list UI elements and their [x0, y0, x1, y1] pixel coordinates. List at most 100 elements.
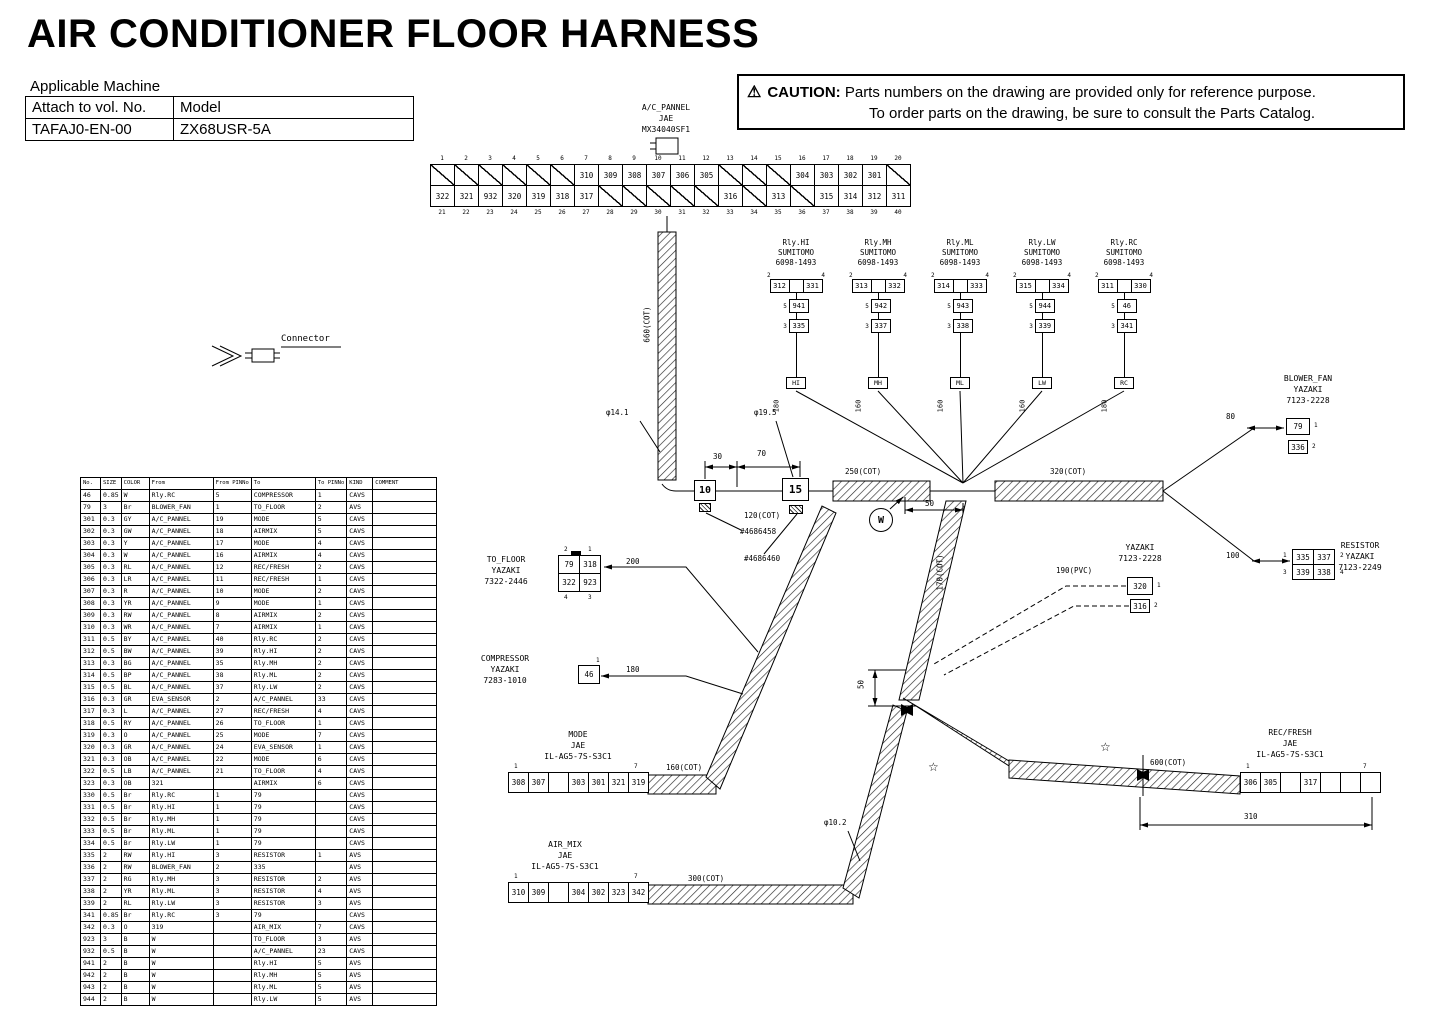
wire-from: A/C_PANNEL — [148, 705, 214, 718]
wire-from-pin: 18 — [212, 525, 252, 538]
wire-table-row: 331 0.5 Br Rly.HI 1 79 CAVS — [80, 801, 438, 814]
wire-color: Br — [120, 789, 150, 802]
wire-kind: AVS — [346, 861, 374, 874]
wire-kind: AVS — [346, 981, 374, 994]
wire-to-pin — [314, 837, 348, 850]
wire-table-row: 941 2 B W Rly.HI 5 AVS — [80, 957, 438, 970]
wire-comment — [372, 861, 438, 874]
wire-table-row: 304 0.3 W A/C_PANNEL 16 AIRMIX 4 CAVS — [80, 549, 438, 562]
wire-from-pin — [212, 921, 252, 934]
pin-number: 8 — [608, 155, 612, 162]
pin-number: 37 — [822, 209, 830, 216]
wire-no: 318 — [80, 717, 101, 730]
pin-number: 5 — [536, 155, 540, 162]
relay-mid-wire: 943 — [952, 299, 973, 313]
relay-coil-symbol — [1034, 279, 1050, 293]
wire-from-pin — [212, 993, 252, 1006]
wire-color: B — [120, 981, 150, 994]
wire-table-row: 311 0.5 BY A/C_PANNEL 40 Rly.RC 2 CAVS — [80, 633, 438, 646]
wire-to-pin — [314, 909, 348, 922]
wire-to: AIR_MIX — [250, 921, 316, 934]
dim-250: 250(COT) — [845, 467, 882, 476]
pin-cell: 312 — [862, 185, 887, 207]
wire-comment — [372, 825, 438, 838]
wire-table-row: 330 0.5 Br Rly.RC 1 79 CAVS — [80, 789, 438, 802]
wire-kind: CAVS — [346, 549, 374, 562]
relay-mid-wire: 941 — [788, 299, 809, 313]
wire-to-pin: 5 — [314, 957, 348, 970]
resistor-part-no: 7123-2249 — [1338, 563, 1382, 572]
mode-cell — [548, 772, 569, 793]
pin-cell: 318 — [550, 185, 575, 207]
wire-to-pin: 1 — [314, 621, 348, 634]
dim-170: 170(COT) — [935, 554, 945, 591]
wire-to: TO_FLOOR — [250, 933, 316, 946]
rec-fresh-part-no: IL-AG5-7S-S3C1 — [1256, 750, 1324, 759]
dim-180: 180 — [626, 665, 640, 674]
wire-to-pin: 6 — [314, 753, 348, 766]
wire-size: 0.3 — [100, 729, 122, 742]
wire-kind: AVS — [346, 993, 374, 1006]
wire-to: MODE — [250, 753, 316, 766]
wire-size: 0.5 — [100, 945, 122, 958]
wire-from-pin — [212, 945, 252, 958]
wire-size: 0.3 — [100, 777, 122, 790]
wire-size: 0.3 — [100, 573, 122, 586]
wire-from: A/C_PANNEL — [148, 549, 214, 562]
pin-cell: 302 — [838, 164, 863, 186]
resistor-pin-2: 2 — [1340, 552, 1344, 559]
blower-fan-part-no: 7123-2228 — [1286, 396, 1330, 405]
wire-kind: AVS — [346, 969, 374, 982]
rec-fresh-cell: 305 — [1260, 772, 1281, 793]
compressor-label: COMPRESSOR YAZAKI 7283-1010 — [455, 653, 555, 686]
wire-to-pin: 4 — [314, 549, 348, 562]
relay-pin-top-right: 4 — [1067, 272, 1071, 279]
pin-cell — [430, 164, 455, 186]
star-mark-1: ☆ — [928, 760, 939, 774]
relay-part-no: 6098-1493 — [775, 258, 817, 267]
wire-from-pin: 12 — [212, 561, 252, 574]
wire-kind: AVS — [346, 849, 374, 862]
wire-to-pin: 7 — [314, 921, 348, 934]
wire-table-row: 923 3 B W TO_FLOOR 3 AVS — [80, 933, 438, 946]
eva-cell-316: 316 — [1130, 599, 1150, 613]
to-floor-name: TO_FLOOR — [486, 555, 526, 564]
wire-no: 342 — [80, 921, 101, 934]
wire-to: MODE — [250, 585, 316, 598]
wire-to: 79 — [250, 813, 316, 826]
air-mix-cell: 302 — [588, 882, 609, 903]
wire-comment — [372, 753, 438, 766]
wire-from: W — [148, 993, 214, 1006]
relay-tag: RC — [1114, 377, 1134, 389]
wire-kind: AVS — [346, 957, 374, 970]
wire-from-pin: 22 — [212, 753, 252, 766]
relay-pin-top-right: 4 — [821, 272, 825, 279]
rec-fresh-name: REC/FRESH — [1268, 728, 1312, 737]
pin-cell: 308 — [622, 164, 647, 186]
wire-to: TO_FLOOR — [250, 501, 316, 514]
wire-no: 311 — [80, 633, 101, 646]
wire-to-pin: 2 — [314, 585, 348, 598]
wire-table-row: 312 0.5 BW A/C_PANNEL 39 Rly.HI 2 CAVS — [80, 645, 438, 658]
wire-comment — [372, 981, 438, 994]
pin-cell: 316 — [718, 185, 743, 207]
wire-from: Rly.LW — [148, 837, 214, 850]
wire-table-row: 342 0.3 O 319 AIR_MIX 7 CAVS — [80, 921, 438, 934]
pin-cell — [742, 185, 767, 207]
relay-pin-top-left: 2 — [1013, 272, 1017, 279]
page-title: AIR CONDITIONER FLOOR HARNESS — [27, 12, 760, 56]
air-mix-label: AIR_MIX JAE IL-AG5-7S-S3C1 — [505, 839, 625, 872]
wire-to-pin: 5 — [314, 993, 348, 1006]
wire-table-body: 46 0.85 W Rly.RC 5 COMPRESSOR 1 CAVS 79 … — [80, 489, 438, 1006]
wire-to: MODE — [250, 597, 316, 610]
compressor-cell-46: 46 — [578, 665, 600, 684]
pin-number: 33 — [726, 209, 734, 216]
relay-tag: MH — [868, 377, 888, 389]
wire-from: Rly.ML — [148, 885, 214, 898]
wire-from-pin — [212, 969, 252, 982]
relay-right-wire: 332 — [884, 279, 905, 293]
compressor-name: COMPRESSOR — [480, 654, 530, 663]
pin-number: 11 — [678, 155, 686, 162]
